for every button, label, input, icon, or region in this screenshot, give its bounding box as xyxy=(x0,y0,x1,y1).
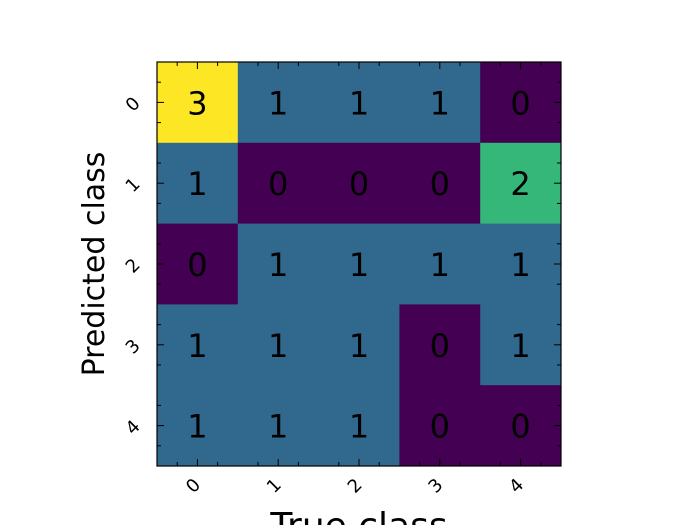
cell-value-label: 1 xyxy=(510,327,530,365)
heatmap-cell xyxy=(399,304,481,386)
cell-value-label: 0 xyxy=(510,84,530,122)
cell-value-label: 0 xyxy=(430,408,450,446)
cell-value-label: 0 xyxy=(187,246,207,284)
y-tick-label: 4 xyxy=(122,416,145,439)
y-axis-label: Predicted class xyxy=(77,152,112,377)
cell-value-label: 1 xyxy=(430,246,450,284)
cell-value-label: 1 xyxy=(187,327,207,365)
heatmap-cell xyxy=(157,385,239,467)
cell-value-labels: 3 1 1 1 0 1 0 0 0 2 0 1 1 1 1 1 1 1 0 1 1 1 1 0 0 xyxy=(187,84,531,445)
x-axis-label: True class xyxy=(269,506,447,525)
heatmap-cell xyxy=(237,62,319,144)
heatmap-cell xyxy=(480,304,562,386)
cell-value-label: 1 xyxy=(349,327,369,365)
heatmap-cell xyxy=(157,62,239,144)
heatmap-cell xyxy=(399,62,481,144)
cell-value-label: 1 xyxy=(430,84,450,122)
heatmap-cell xyxy=(237,142,319,224)
heatmap-cell xyxy=(480,223,562,305)
cell-value-label: 0 xyxy=(510,408,530,446)
heatmap-cell xyxy=(157,304,239,386)
cell-value-label: 1 xyxy=(349,84,369,122)
cell-value-label: 1 xyxy=(268,246,288,284)
heatmap-cell xyxy=(157,223,239,305)
x-tick-label: 2 xyxy=(344,475,367,498)
heatmap-cell xyxy=(480,62,562,144)
cell-value-label: 0 xyxy=(430,327,450,365)
y-tick-label: 1 xyxy=(122,174,145,197)
heatmap-cell xyxy=(399,223,481,305)
y-tick-label: 3 xyxy=(122,335,145,358)
x-tick-label: 3 xyxy=(424,475,447,498)
heatmap-cell xyxy=(480,142,562,224)
cell-value-label: 2 xyxy=(510,165,530,203)
heatmap-cell xyxy=(318,223,400,305)
cell-value-label: 0 xyxy=(349,165,369,203)
x-tick-label: 4 xyxy=(505,475,528,498)
heatmap-cell xyxy=(318,142,400,224)
cell-value-label: 1 xyxy=(187,408,207,446)
heatmap-cell xyxy=(318,385,400,467)
heatmap-cell xyxy=(399,385,481,467)
heatmap-cell xyxy=(318,62,400,144)
heatmap-cell xyxy=(318,304,400,386)
cell-value-label: 1 xyxy=(510,246,530,284)
cell-value-label: 1 xyxy=(187,165,207,203)
y-tick-label: 2 xyxy=(122,255,145,278)
cell-value-label: 0 xyxy=(268,165,288,203)
heatmap-cell xyxy=(237,385,319,467)
cell-value-label: 3 xyxy=(187,84,207,122)
cell-value-label: 1 xyxy=(349,408,369,446)
heatmap-cell xyxy=(237,304,319,386)
cell-value-label: 1 xyxy=(349,246,369,284)
cell-value-label: 1 xyxy=(268,327,288,365)
cell-value-label: 1 xyxy=(268,408,288,446)
y-tick-label: 0 xyxy=(122,93,145,116)
heatmap-cell xyxy=(399,142,481,224)
heatmap-cell xyxy=(157,142,239,224)
heatmap-cell xyxy=(237,223,319,305)
cell-value-label: 0 xyxy=(430,165,450,203)
cell-value-label: 1 xyxy=(268,84,288,122)
heatmap-cell xyxy=(480,385,562,467)
heatmap-cells xyxy=(157,62,562,467)
x-tick-label: 1 xyxy=(263,475,286,498)
x-tick-label: 0 xyxy=(182,475,205,498)
